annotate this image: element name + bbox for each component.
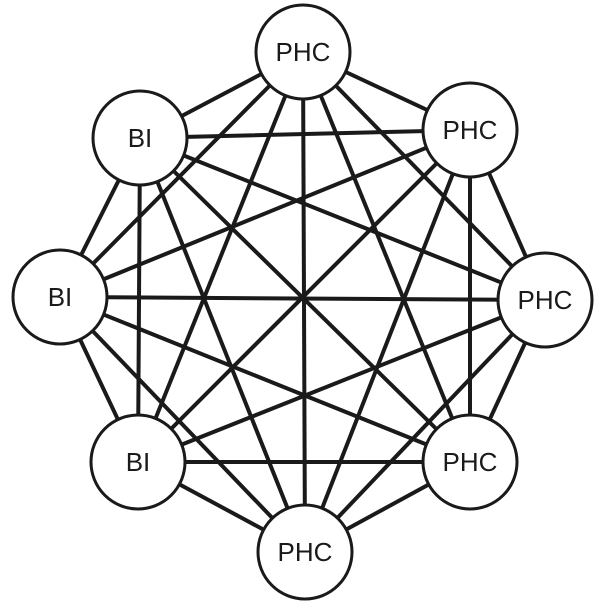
- node-label: PHC: [278, 537, 333, 567]
- node-label: PHC: [276, 37, 331, 67]
- node-phc-n2: PHC: [496, 251, 594, 349]
- node-circle: [421, 413, 519, 511]
- edge-n2-n4: [303, 298, 547, 554]
- node-label: PHC: [443, 447, 498, 477]
- edge-n5-n7: [136, 136, 142, 464]
- edge-n0-n3: [301, 50, 472, 464]
- node-label: BI: [48, 282, 73, 312]
- edge-n1-n7: [138, 128, 472, 140]
- node-bi-n5: BI: [89, 413, 187, 511]
- node-bi-n7: BI: [91, 89, 189, 187]
- node-circle: [421, 81, 519, 179]
- node-circle: [91, 89, 189, 187]
- node-label: BI: [128, 123, 153, 153]
- edge-n3-n6: [58, 295, 472, 464]
- node-circle: [89, 413, 187, 511]
- node-label: PHC: [443, 115, 498, 145]
- node-label: PHC: [518, 285, 573, 315]
- edge-n2-n7: [138, 136, 547, 302]
- node-circle: [496, 251, 594, 349]
- edge-n1-n5: [136, 128, 472, 464]
- node-label: BI: [126, 447, 151, 477]
- edge-n3-n7: [138, 136, 472, 464]
- edge-n0-n5: [136, 50, 305, 464]
- edge-n1-n4: [303, 128, 472, 554]
- node-phc-n4: PHC: [256, 503, 354, 601]
- node-circle: [256, 503, 354, 601]
- nodes-layer: PHC PHC PHC PHC PHC BI BI BI: [11, 3, 594, 601]
- edge-n0-n6: [58, 50, 305, 299]
- node-bi-n6: BI: [11, 248, 109, 346]
- node-circle: [254, 3, 352, 101]
- node-phc-n1: PHC: [421, 81, 519, 179]
- edge-n2-n5: [136, 298, 547, 464]
- node-phc-n0: PHC: [254, 3, 352, 101]
- node-circle: [11, 248, 109, 346]
- edge-n4-n7: [138, 136, 307, 554]
- node-phc-n3: PHC: [421, 413, 519, 511]
- edge-n4-n6: [58, 295, 307, 554]
- edge-n1-n6: [58, 128, 472, 299]
